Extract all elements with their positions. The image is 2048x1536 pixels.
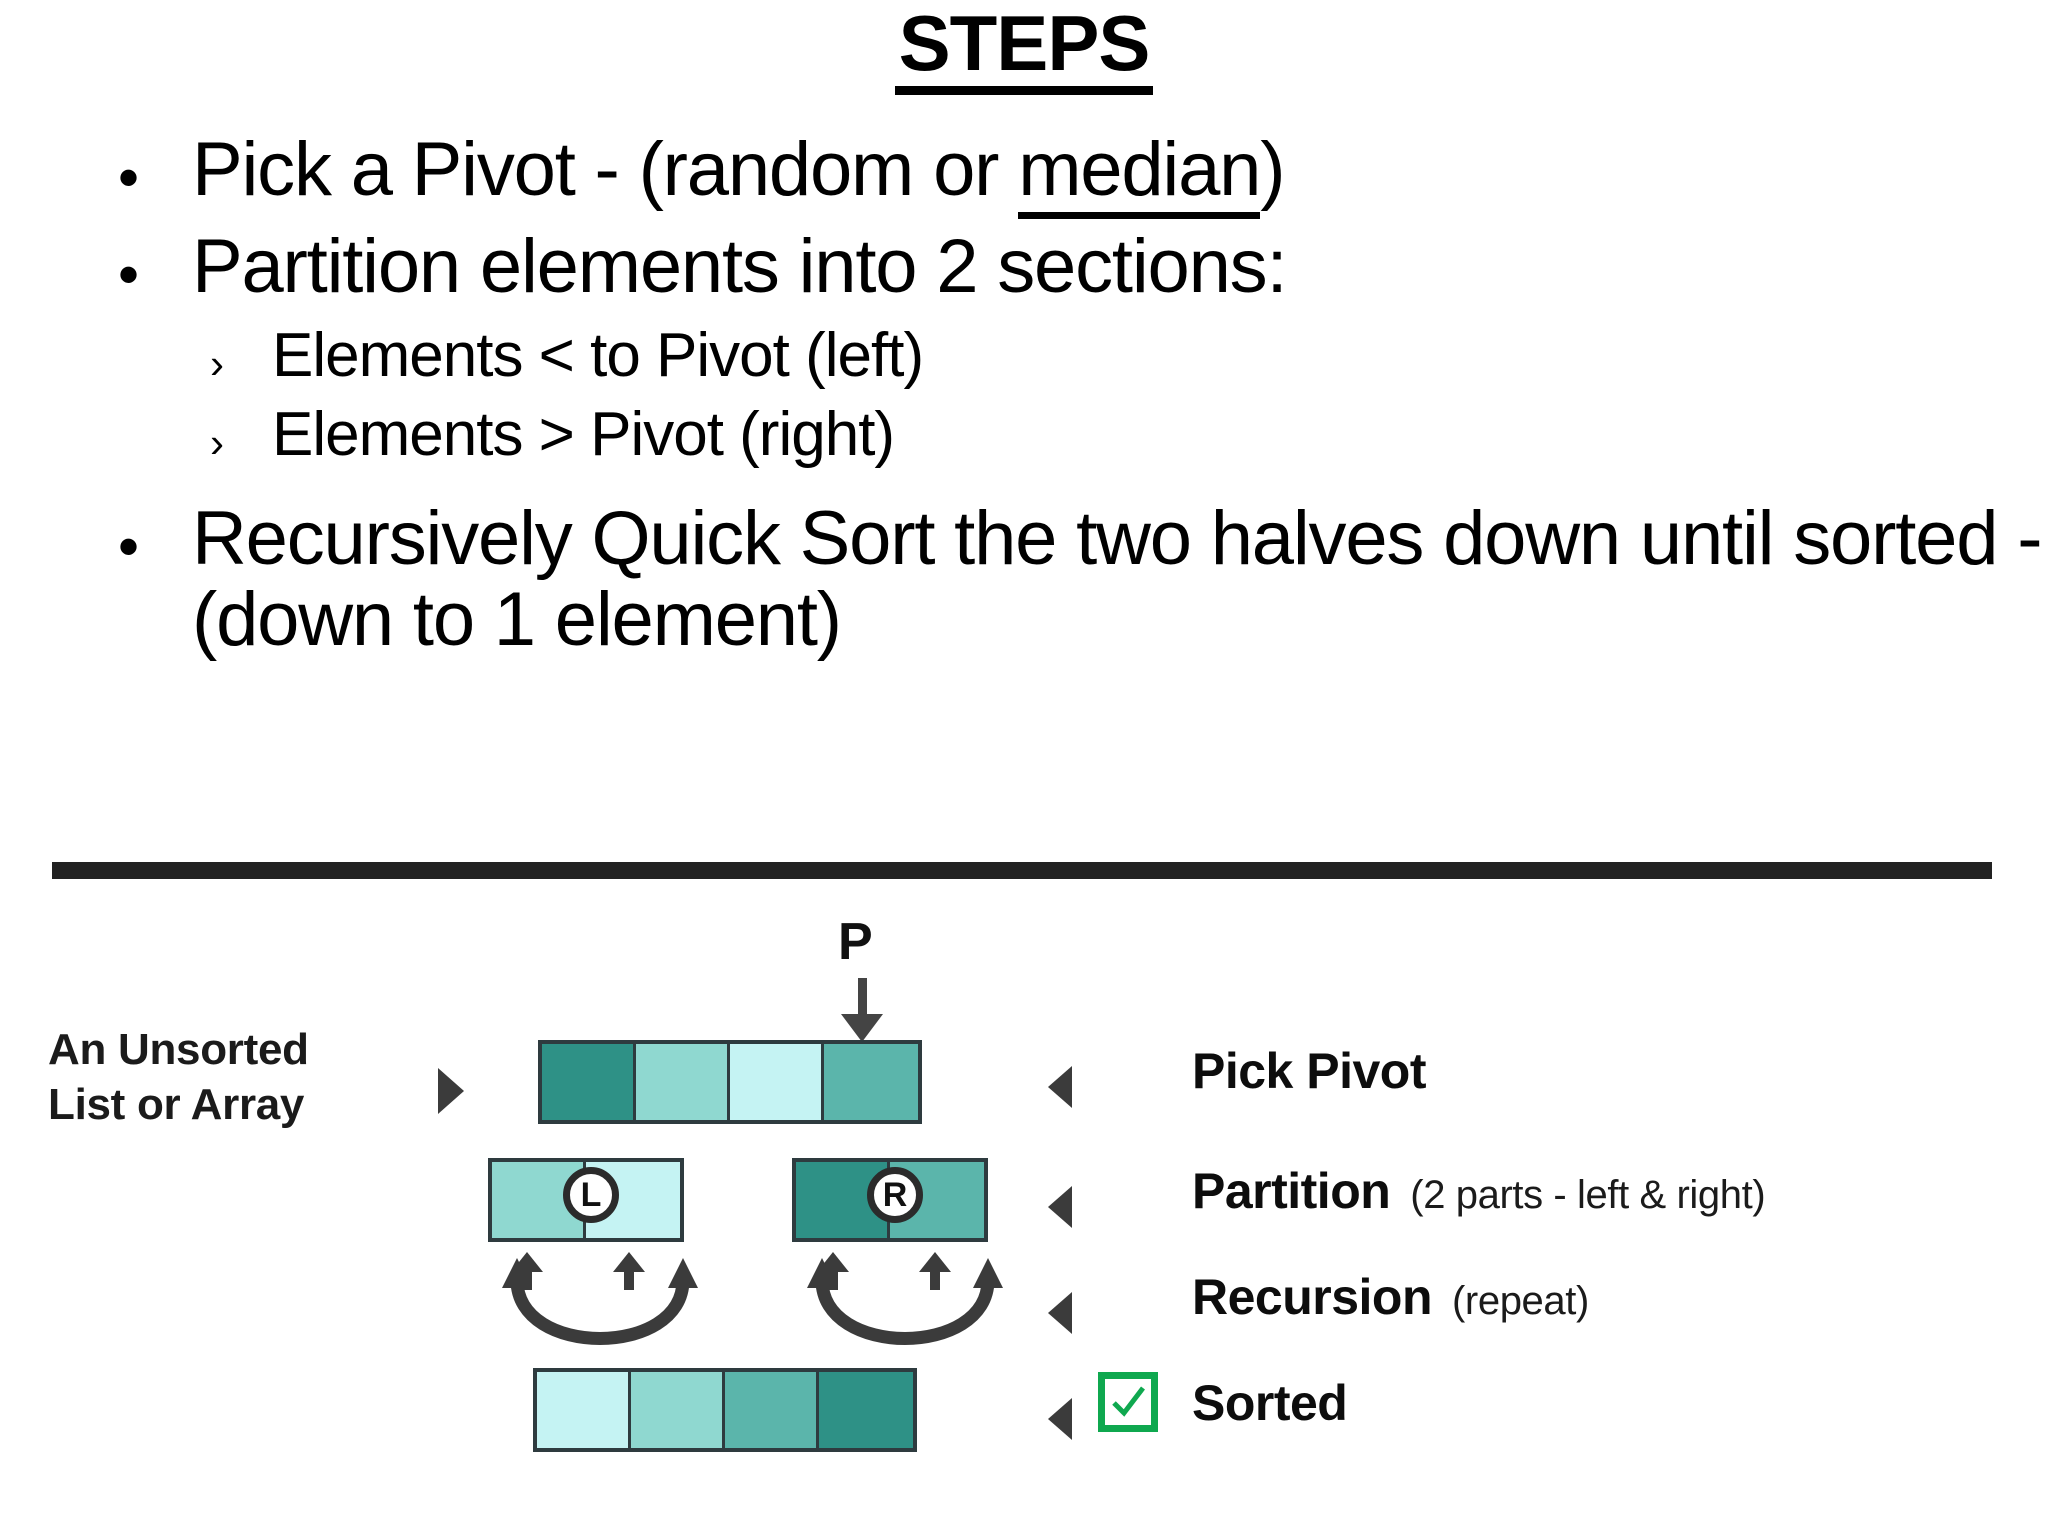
list-item: › Elements < to Pivot (left) — [0, 321, 2048, 391]
bullet-marker-chevron: › — [210, 340, 224, 388]
step-label-partition: Partition (2 parts - left & right) — [1192, 1162, 1766, 1220]
array-cell — [819, 1372, 913, 1448]
step-label-main: Sorted — [1192, 1375, 1348, 1431]
bullet-marker: • — [118, 144, 140, 211]
callout-arrow-pick-pivot-icon — [1048, 1066, 1072, 1108]
list-item-label: Pick a Pivot - (random or median) — [192, 127, 1286, 219]
list-item-label: Elements < to Pivot (left) — [272, 321, 924, 391]
section-divider — [52, 862, 1992, 879]
steps-list: • Pick a Pivot - (random or median) • Pa… — [0, 127, 2048, 676]
page-title-text: STEPS — [894, 4, 1154, 95]
bullet-0-post: ) — [1260, 127, 1285, 212]
step-label-main: Partition — [1192, 1163, 1391, 1219]
list-item-label: Recursively Quick Sort the two halves do… — [192, 496, 2043, 662]
diagram-input-label: An Unsorted List or Array — [48, 1022, 309, 1132]
diagram-input-label-line2: List or Array — [48, 1080, 305, 1129]
bullet-0-underlined: median — [1018, 127, 1261, 219]
step-label-sorted: Sorted — [1192, 1374, 1367, 1432]
partition-up-arrow-icon — [919, 1252, 951, 1290]
array-cell — [730, 1044, 824, 1120]
bullet-0-pre: Pick a Pivot - (random or — [192, 127, 1019, 212]
list-item: › Elements > Pivot (right) — [0, 400, 2048, 470]
array-cell — [636, 1044, 730, 1120]
bullet-marker: • — [118, 513, 140, 580]
callout-arrow-partition-icon — [1048, 1186, 1072, 1228]
step-label-main: Recursion — [1192, 1269, 1433, 1325]
list-item: • Recursively Quick Sort the two halves … — [0, 496, 2048, 662]
partition-up-arrow-icon — [613, 1252, 645, 1290]
array-cell — [824, 1044, 918, 1120]
partition-up-arrow-icon — [511, 1252, 543, 1290]
diagram-input-label-line1: An Unsorted — [48, 1025, 309, 1074]
array-cell — [725, 1372, 819, 1448]
bullet-marker-chevron: › — [210, 419, 224, 467]
left-partition-badge: L — [563, 1167, 619, 1223]
list-item-label: Elements > Pivot (right) — [272, 400, 895, 470]
array-cell — [542, 1044, 636, 1120]
array-unsorted — [538, 1040, 922, 1124]
partition-up-arrow-icon — [817, 1252, 849, 1290]
pivot-arrow-stem-icon — [858, 978, 867, 1020]
array-cell — [537, 1372, 631, 1448]
step-label-sub: (2 parts - left & right) — [1410, 1173, 1766, 1217]
array-cell — [631, 1372, 725, 1448]
pivot-arrow-down-icon — [841, 1014, 883, 1042]
page-title: STEPS — [0, 4, 2048, 95]
array-sorted — [533, 1368, 917, 1452]
callout-arrow-recursion-icon — [1048, 1292, 1072, 1334]
step-label-sub: (repeat) — [1452, 1279, 1589, 1323]
step-label-recursion: Recursion (repeat) — [1192, 1268, 1589, 1326]
step-label-pick-pivot: Pick Pivot — [1192, 1042, 1446, 1100]
callout-arrow-sorted-icon — [1048, 1398, 1072, 1440]
bullet-marker: • — [118, 240, 140, 308]
triangle-right-icon — [438, 1068, 464, 1114]
sorted-checkbox-icon — [1098, 1372, 1158, 1432]
list-item: • Pick a Pivot - (random or median) — [0, 127, 2048, 219]
pivot-label: P — [838, 913, 873, 971]
step-label-main: Pick Pivot — [1192, 1043, 1427, 1099]
right-partition-badge: R — [867, 1167, 923, 1223]
list-item: • Partition elements into 2 sections: — [0, 223, 2048, 309]
list-item-label: Partition elements into 2 sections: — [192, 223, 1288, 309]
